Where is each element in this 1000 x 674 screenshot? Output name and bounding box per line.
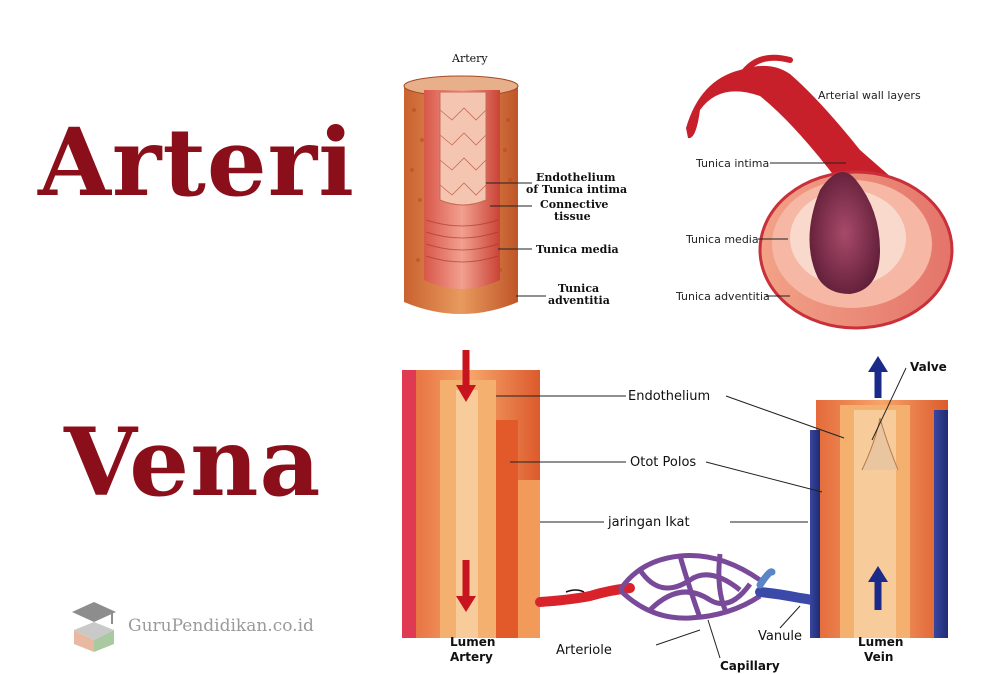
vein-flow-arrowhead-bottom (868, 566, 888, 582)
vein-outer-edge-left (810, 430, 820, 638)
artery-heading: Artery (451, 52, 488, 65)
label-lumen-right: Lumen (858, 635, 903, 649)
label-otot-polos: Otot Polos (630, 455, 696, 470)
artery-lumen-strip (456, 390, 478, 638)
arteriole-flow-arrow (565, 589, 585, 593)
venule-branch (756, 568, 776, 589)
label-adventitia-1: Tunica (558, 282, 599, 295)
title-vena: Vena (64, 408, 322, 518)
leader-endothelium-right (725, 395, 845, 439)
leader-valve (871, 367, 907, 441)
intima-layer (439, 91, 487, 206)
artery-media-band (496, 420, 518, 638)
vessel-comparison-diagram: Endothelium Otot Polos jaringan Ikat Val… (402, 350, 948, 673)
watermark: GuruPendidikan.co.id (68, 600, 314, 652)
wall-heading: Arterial wall layers (818, 89, 921, 102)
leader-otot-right (705, 461, 823, 493)
artery-flow-arrowhead-bottom (456, 596, 476, 612)
capillary-bed (617, 553, 762, 621)
media-texture (425, 219, 499, 263)
vessel-branch (686, 65, 900, 190)
leader-capillary-1 (655, 629, 701, 646)
vein-valve (861, 417, 899, 471)
label-lumen-left: Lumen (450, 635, 495, 649)
wall-lumen (809, 172, 880, 294)
label-wall-adventitia: Tunica adventitia (675, 290, 770, 303)
label-connective-1: Connective (540, 198, 608, 211)
label-wall-media: Tunica media (685, 233, 759, 246)
title-arteri: Arteri (38, 108, 355, 218)
watermark-text: GuruPendidikan.co.id (128, 616, 314, 636)
label-wall-intima: Tunica intima (695, 157, 769, 170)
vein-flow-arrowhead-top (868, 356, 888, 372)
label-vanule: Vanule (758, 629, 802, 644)
label-artery: Artery (450, 650, 493, 664)
endothelium-cells (439, 107, 487, 196)
artery-outer-band (518, 480, 540, 638)
graduation-cap-box-icon (72, 602, 116, 652)
label-endothelium-1: Endothelium (536, 171, 616, 184)
label-connective-2: tissue (554, 210, 591, 223)
arteriole (535, 583, 635, 607)
label-endothelium-2: of Tunica intima (526, 183, 627, 196)
vessel-twig (741, 54, 793, 75)
label-media: Tunica media (536, 243, 619, 256)
label-jaringan-ikat: jaringan Ikat (607, 515, 690, 530)
leader-vanule (779, 605, 801, 629)
arterial-wall-diagram: Arterial wall layers Tunica intima Tunic… (675, 54, 954, 330)
artery-outer-edge (402, 370, 416, 638)
artery-flow-arrowhead-top (456, 385, 476, 402)
vein-outer-edge-right (934, 410, 948, 638)
leader-capillary-2 (707, 619, 721, 659)
label-adventitia-2: adventitia (548, 294, 610, 307)
label-arteriole: Arteriole (556, 643, 612, 658)
label-valve: Valve (910, 360, 947, 374)
label-endothelium: Endothelium (628, 389, 710, 404)
label-vein: Vein (864, 650, 893, 664)
artery-cutaway-diagram: Artery Endothelium of Tunica intima Conn… (403, 52, 627, 314)
label-capillary: Capillary (720, 659, 780, 673)
